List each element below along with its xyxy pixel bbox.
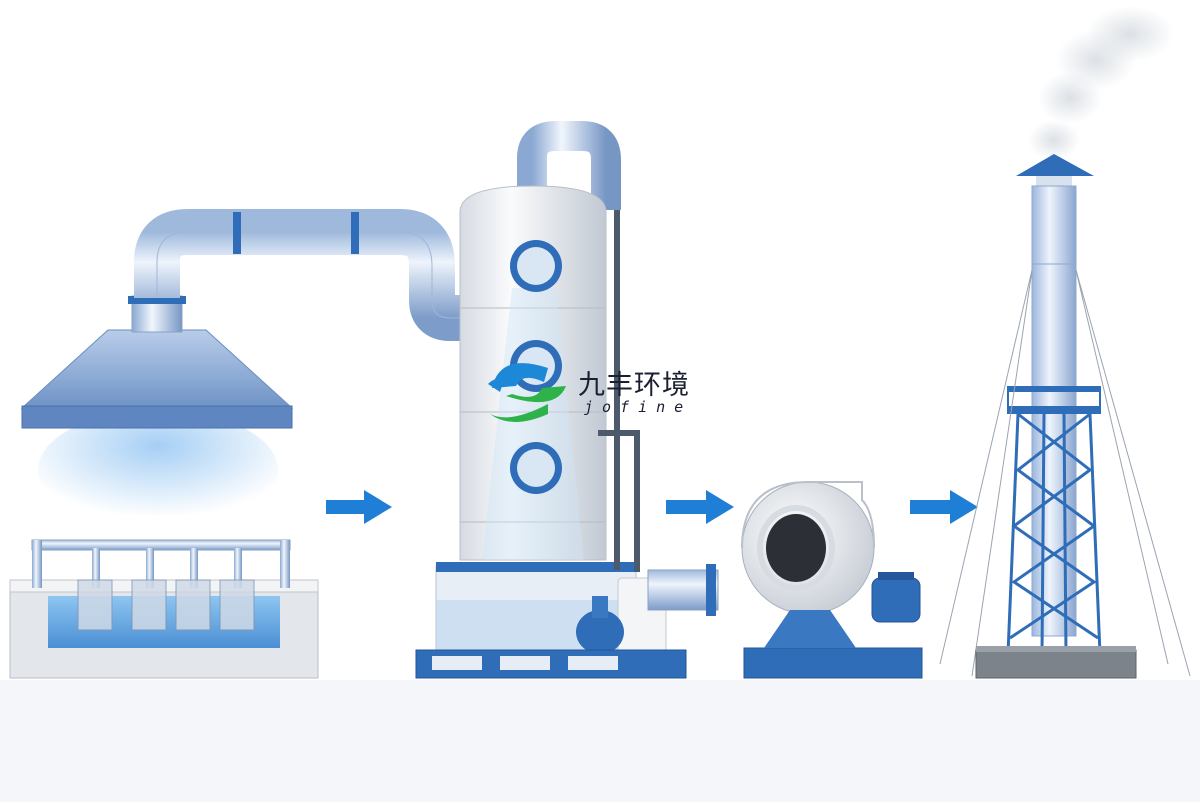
tank-unit	[77, 548, 113, 631]
guy-wires	[939, 269, 1191, 677]
fume-hood	[20, 295, 294, 530]
fan-motor	[871, 572, 921, 623]
flow-arrow	[326, 490, 392, 524]
fan-inlet	[766, 514, 826, 582]
porthole	[510, 442, 562, 494]
porthole	[510, 240, 562, 292]
tank-unit	[175, 548, 211, 631]
source-tank	[9, 539, 319, 679]
floor	[0, 680, 1200, 802]
centrifugal-fan	[647, 481, 923, 679]
exhaust-stack	[939, 6, 1191, 679]
brand-logo	[488, 363, 566, 422]
flow-arrow	[666, 490, 734, 524]
pump	[576, 596, 624, 654]
inlet-duct	[134, 209, 473, 341]
smoke	[1028, 6, 1174, 160]
flow-arrow	[910, 490, 978, 524]
lattice-tower	[1006, 412, 1102, 655]
scrubber-tower	[415, 121, 687, 679]
fume-glow	[38, 410, 278, 530]
brand-name: 九丰环境	[578, 370, 690, 401]
brand-subname: jofine	[584, 398, 693, 416]
tank-unit	[219, 548, 255, 631]
tank-unit	[131, 548, 167, 631]
